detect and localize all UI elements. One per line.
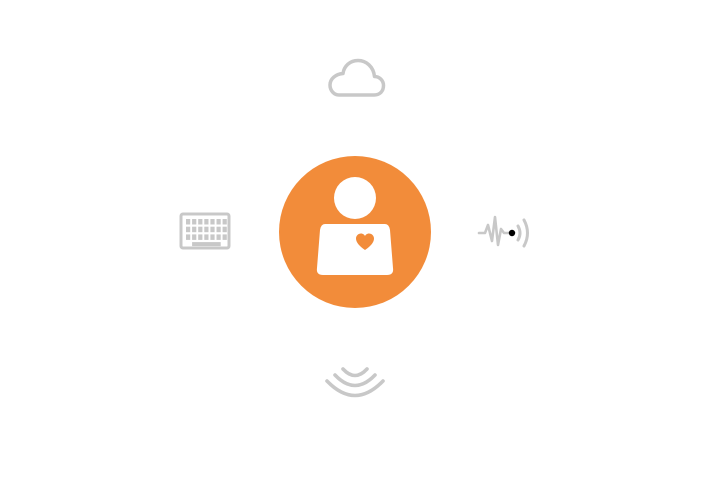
person-body bbox=[316, 224, 394, 275]
keyboard-spacebar bbox=[192, 242, 221, 247]
keyboard-key bbox=[192, 234, 197, 240]
keyboard-key bbox=[192, 219, 197, 225]
keyboard-key bbox=[216, 219, 221, 225]
keyboard-key bbox=[204, 234, 209, 240]
keyboard-key bbox=[192, 226, 197, 233]
keyboard-key bbox=[198, 234, 203, 240]
keyboard-key bbox=[186, 219, 191, 225]
keyboard-key bbox=[210, 234, 215, 240]
wireless-signal-icon bbox=[325, 367, 385, 398]
keyboard-key bbox=[222, 234, 227, 240]
keyboard-key bbox=[222, 219, 227, 225]
person-heart-node bbox=[279, 156, 431, 308]
keyboard-icon bbox=[179, 212, 231, 250]
keyboard-key bbox=[198, 219, 203, 225]
keyboard-key bbox=[186, 226, 191, 233]
person-heart-icon bbox=[279, 156, 431, 308]
heart-shape bbox=[356, 233, 374, 250]
person-head bbox=[334, 177, 376, 219]
keyboard-key bbox=[222, 226, 227, 233]
cloud-icon bbox=[328, 58, 386, 97]
keyboard-key bbox=[204, 219, 209, 225]
heartbeat-signal-icon bbox=[477, 215, 529, 248]
keyboard-key bbox=[216, 226, 221, 233]
keyboard-key bbox=[210, 226, 215, 233]
keyboard-key bbox=[210, 219, 215, 225]
keyboard-key bbox=[216, 234, 221, 240]
keyboard-key bbox=[204, 226, 209, 233]
keyboard-keys bbox=[186, 219, 227, 247]
keyboard-key bbox=[198, 226, 203, 233]
keyboard-key bbox=[186, 234, 191, 240]
